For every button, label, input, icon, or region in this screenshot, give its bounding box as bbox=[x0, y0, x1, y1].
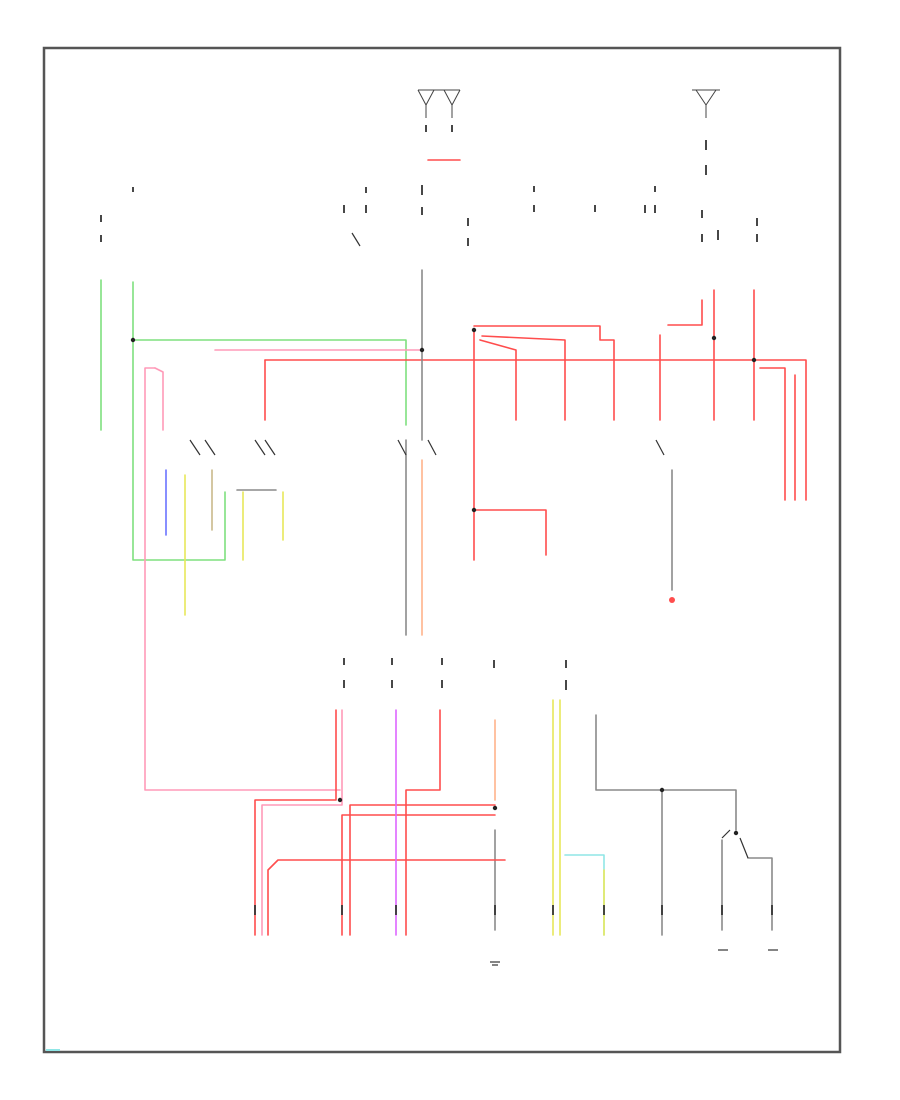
wire-yellow-blue bbox=[165, 469, 284, 616]
fuse-block-icon bbox=[692, 89, 720, 118]
wire-green bbox=[100, 279, 407, 561]
connector-pin-icon bbox=[254, 658, 773, 915]
wire-red-lower bbox=[254, 709, 506, 936]
wire-pink bbox=[144, 349, 423, 791]
wire-gray bbox=[595, 469, 773, 936]
wire-red-bus bbox=[264, 159, 807, 561]
diagram-frame bbox=[42, 46, 842, 1054]
splice-dot-icon bbox=[130, 327, 757, 836]
wire-orange bbox=[405, 269, 496, 931]
connector-pin-icon bbox=[100, 125, 758, 246]
relay-switch-icon bbox=[189, 232, 749, 859]
ground-icon bbox=[490, 949, 778, 966]
fuse-block-icon bbox=[417, 89, 461, 118]
